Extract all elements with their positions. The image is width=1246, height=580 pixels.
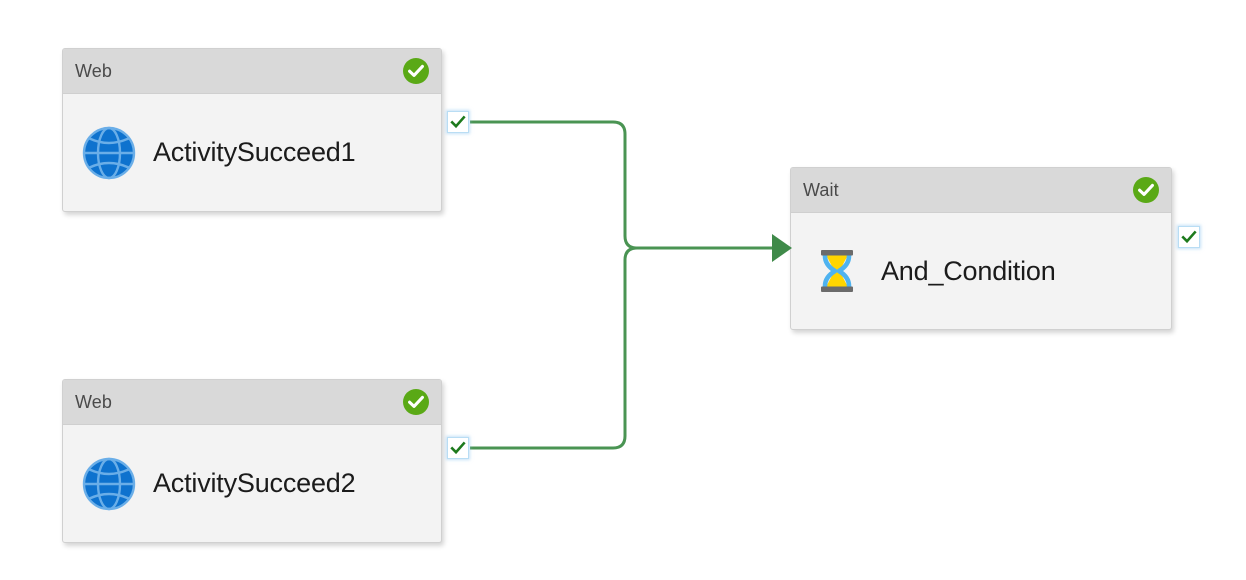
output-port-success-activitysucceed2[interactable] — [447, 437, 469, 459]
check-circle-icon — [1133, 177, 1159, 203]
output-port-success-andcondition[interactable] — [1178, 226, 1200, 248]
activity-body: And_Condition — [791, 213, 1171, 329]
arrowhead-icon — [772, 234, 792, 262]
output-port-success-activitysucceed1[interactable] — [447, 111, 469, 133]
globe-icon — [82, 126, 136, 179]
edge-activitysucceed1-to-andcondition[interactable] — [470, 120, 772, 250]
activity-node-activitysucceed2[interactable]: Web ActivitySucceed2 — [62, 379, 442, 543]
check-circle-icon — [403, 58, 429, 84]
activity-type-label: Wait — [803, 179, 839, 200]
activity-name-label: ActivitySucceed2 — [153, 468, 356, 498]
activity-body: ActivitySucceed2 — [63, 425, 441, 542]
activity-name-label: And_Condition — [881, 255, 1056, 286]
activity-node-andcondition[interactable]: Wait And_Condition — [790, 167, 1172, 330]
hourglass-icon — [821, 250, 853, 292]
check-icon — [450, 441, 466, 455]
activity-header: Web — [63, 49, 441, 94]
globe-icon — [82, 457, 136, 510]
activity-header: Web — [63, 380, 441, 425]
activity-type-label: Web — [75, 60, 112, 81]
check-icon — [1181, 230, 1197, 244]
activity-body: ActivitySucceed1 — [63, 94, 441, 211]
activity-node-activitysucceed1[interactable]: Web ActivitySucceed1 — [62, 48, 442, 212]
activity-name-label: ActivitySucceed1 — [153, 137, 356, 167]
check-icon — [450, 115, 466, 129]
activity-header: Wait — [791, 168, 1171, 213]
activity-type-label: Web — [75, 391, 112, 412]
edge-activitysucceed2-to-andcondition[interactable] — [470, 246, 772, 450]
check-circle-icon — [403, 389, 429, 415]
